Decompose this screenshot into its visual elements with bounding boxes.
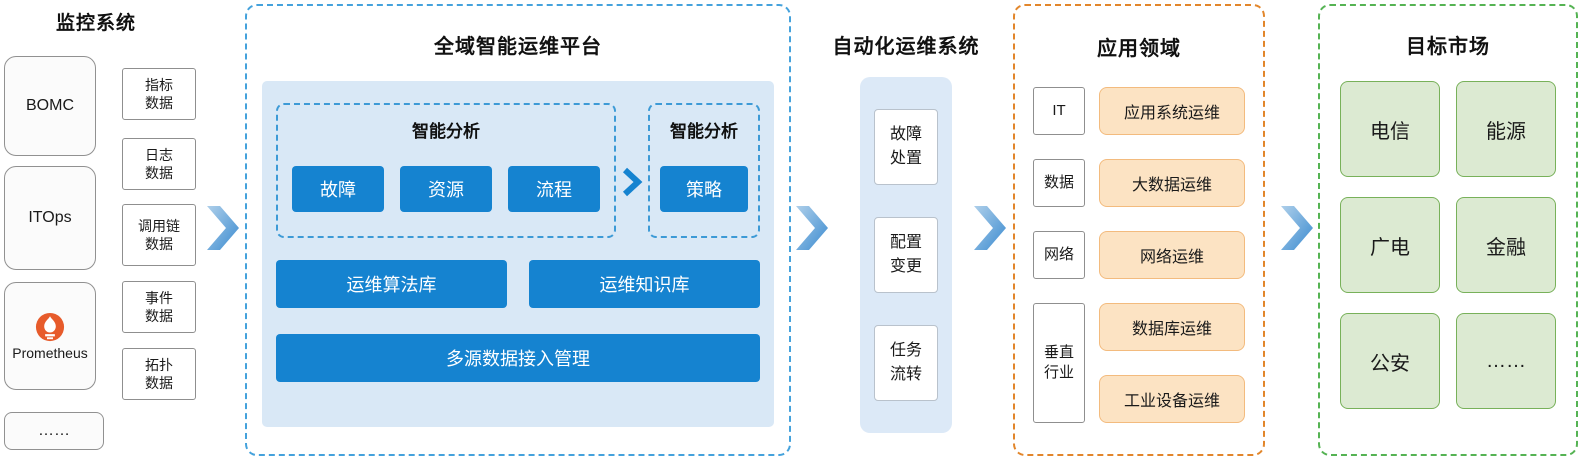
data-access-bar: 多源数据接入管理 — [276, 334, 760, 382]
data-box-topology: 拓扑 数据 — [122, 348, 196, 400]
application-content: IT 数据 网络 垂直 行业 应用系统运维 大数据运维 网络运维 数据库运维 工… — [1033, 87, 1245, 423]
system-label-prometheus: Prometheus — [12, 344, 88, 361]
domain-box-bigdata: 大数据运维 — [1099, 159, 1245, 207]
market-box-telecom: 电信 — [1340, 81, 1440, 177]
category-box-network: 网络 — [1033, 231, 1085, 279]
process-node: 流程 — [508, 166, 600, 212]
data-box-metrics: 指标 数据 — [122, 68, 196, 120]
fault-node: 故障 — [292, 166, 384, 212]
automation-panel: 故障 处置 配置 变更 任务 流转 — [860, 77, 952, 433]
market-box-broadcast: 广电 — [1340, 197, 1440, 293]
flow-arrow-icon — [206, 205, 240, 251]
chevron-right-icon — [616, 103, 648, 238]
category-box-vertical: 垂直 行业 — [1033, 303, 1085, 423]
market-box-police: 公安 — [1340, 313, 1440, 409]
domain-box-application-system: 应用系统运维 — [1099, 87, 1245, 135]
domain-box-industrial: 工业设备运维 — [1099, 375, 1245, 423]
flow-arrow-icon — [1280, 205, 1314, 251]
category-box-data: 数据 — [1033, 159, 1085, 207]
knowledge-base-bar: 运维知识库 — [529, 260, 760, 308]
flow-arrow-icon — [973, 205, 1007, 251]
category-box-it: IT — [1033, 87, 1085, 135]
system-box-more: …… — [4, 412, 104, 450]
analysis-right-items: 策略 — [660, 166, 748, 212]
data-box-events: 事件 数据 — [122, 281, 196, 333]
config-change-box: 配置 变更 — [874, 217, 938, 293]
market-title: 目标市场 — [1406, 36, 1490, 58]
platform-title: 全域智能运维平台 — [434, 36, 602, 58]
flow-arrow-icon — [795, 205, 829, 251]
task-flow-box: 任务 流转 — [874, 325, 938, 401]
algorithm-library-bar: 运维算法库 — [276, 260, 507, 308]
system-box-bomc: BOMC — [4, 56, 96, 156]
analysis-right-title: 智能分析 — [670, 122, 738, 141]
domain-box-database: 数据库运维 — [1099, 303, 1245, 351]
market-box-more: …… — [1456, 313, 1556, 409]
data-box-logs: 日志 数据 — [122, 138, 196, 190]
prometheus-flame-icon — [35, 312, 65, 342]
application-title: 应用领域 — [1097, 38, 1181, 60]
strategy-node: 策略 — [660, 166, 748, 212]
application-categories: IT 数据 网络 垂直 行业 — [1033, 87, 1085, 423]
analysis-left-title: 智能分析 — [412, 122, 480, 141]
resource-node: 资源 — [400, 166, 492, 212]
monitoring-section: 监控系统 BOMC ITOps Prometheus …… 指标 数据 日志 数… — [0, 0, 200, 463]
analysis-row: 智能分析 故障 资源 流程 智能分析 策略 — [276, 103, 760, 238]
data-box-tracing: 调用链 数据 — [122, 204, 196, 266]
market-section: 目标市场 电信 能源 广电 金融 公安 …… — [1318, 4, 1578, 456]
analysis-right-group: 智能分析 策略 — [648, 103, 760, 238]
platform-section: 全域智能运维平台 智能分析 故障 资源 流程 智能分析 策略 — [245, 4, 791, 456]
platform-panel: 智能分析 故障 资源 流程 智能分析 策略 — [262, 81, 774, 427]
library-row: 运维算法库 运维知识库 — [276, 260, 760, 308]
market-grid: 电信 能源 广电 金融 公安 …… — [1340, 81, 1556, 409]
automation-title: 自动化运维系统 — [832, 36, 980, 58]
fault-handling-box: 故障 处置 — [874, 109, 938, 185]
application-domains: 应用系统运维 大数据运维 网络运维 数据库运维 工业设备运维 — [1099, 87, 1245, 423]
market-box-finance: 金融 — [1456, 197, 1556, 293]
market-box-energy: 能源 — [1456, 81, 1556, 177]
domain-box-network: 网络运维 — [1099, 231, 1245, 279]
monitoring-title: 监控系统 — [55, 13, 136, 34]
system-box-prometheus: Prometheus — [4, 282, 96, 390]
application-section: 应用领域 IT 数据 网络 垂直 行业 应用系统运维 大数据运维 网络运维 数据… — [1013, 4, 1265, 456]
analysis-left-items: 故障 资源 流程 — [292, 166, 600, 212]
analysis-left-group: 智能分析 故障 资源 流程 — [276, 103, 616, 238]
system-box-itops: ITOps — [4, 166, 96, 270]
automation-section: 自动化运维系统 故障 处置 配置 变更 任务 流转 — [822, 4, 990, 456]
